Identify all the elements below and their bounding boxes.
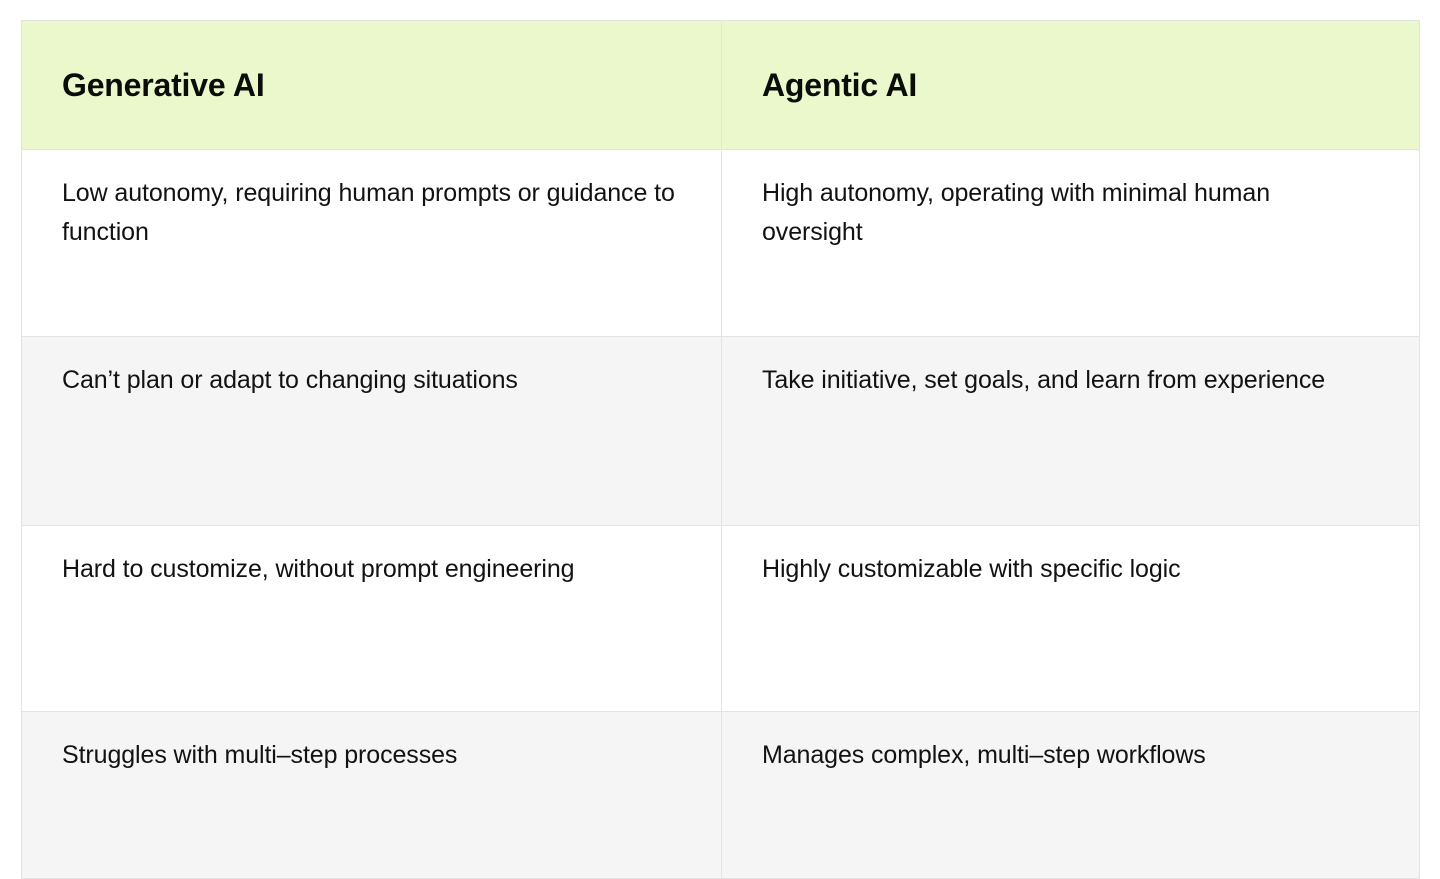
- table-header: Generative AI Agentic AI: [21, 20, 1420, 150]
- cell-text: Manages complex, multi–step workflows: [762, 741, 1206, 769]
- table-cell-agentic-ai: Manages complex, multi–step workflows: [721, 711, 1420, 879]
- cell-text: Hard to customize, without prompt engine…: [62, 555, 575, 583]
- cell-text: Highly customizable with specific logic: [762, 555, 1181, 583]
- table-cell-agentic-ai: High autonomy, operating with minimal hu…: [721, 149, 1420, 337]
- page-root: Generative AI Agentic AI Low autonomy, r…: [21, 20, 1420, 879]
- table-cell-generative-ai: Can’t plan or adapt to changing situatio…: [21, 336, 722, 526]
- table-cell-agentic-ai: Take initiative, set goals, and learn fr…: [721, 336, 1420, 526]
- table-cell-generative-ai: Low autonomy, requiring human prompts or…: [21, 149, 722, 337]
- cell-text: Can’t plan or adapt to changing situatio…: [62, 366, 518, 394]
- table-row: Low autonomy, requiring human prompts or…: [21, 149, 1420, 337]
- cell-text: Take initiative, set goals, and learn fr…: [762, 366, 1326, 394]
- column-header-label: Generative AI: [62, 66, 265, 103]
- table-body: Low autonomy, requiring human prompts or…: [21, 149, 1420, 879]
- cell-text: Low autonomy, requiring human prompts or…: [62, 179, 675, 246]
- cell-text: High autonomy, operating with minimal hu…: [762, 179, 1270, 246]
- table-cell-generative-ai: Hard to customize, without prompt engine…: [21, 525, 722, 712]
- cell-text: Struggles with multi–step processes: [62, 741, 458, 769]
- table-cell-agentic-ai: Highly customizable with specific logic: [721, 525, 1420, 712]
- table-row: Struggles with multi–step processes Mana…: [21, 711, 1420, 879]
- table-row: Hard to customize, without prompt engine…: [21, 525, 1420, 712]
- table-cell-generative-ai: Struggles with multi–step processes: [21, 711, 722, 879]
- column-header-generative-ai: Generative AI: [21, 20, 722, 150]
- table-header-row: Generative AI Agentic AI: [21, 20, 1420, 150]
- column-header-agentic-ai: Agentic AI: [721, 20, 1420, 150]
- table-row: Can’t plan or adapt to changing situatio…: [21, 336, 1420, 526]
- column-header-label: Agentic AI: [762, 66, 918, 103]
- comparison-table: Generative AI Agentic AI Low autonomy, r…: [21, 20, 1420, 879]
